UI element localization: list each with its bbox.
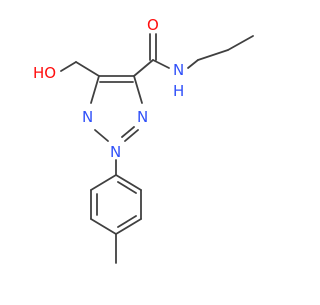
amide-nitrogen-label: N — [173, 61, 184, 79]
bond-propyl-c1-c2 — [197, 49, 229, 61]
triazole-n3-label: N — [137, 108, 148, 126]
bond-ring-4 — [115, 218, 142, 235]
amide-oxygen-label: O — [147, 16, 159, 34]
bond-n-propyl-c1 — [187, 59, 199, 69]
hydroxyl-label: HO — [33, 64, 56, 82]
bond-o-ch2 — [60, 61, 77, 72]
bond-ch2-c5 — [75, 61, 100, 77]
bond-c5-n1 — [90, 75, 100, 104]
bond-n3-n2 — [124, 129, 139, 142]
bond-ring-1 — [90, 174, 117, 191]
bond-n1-n2 — [94, 129, 109, 142]
molecule-diagram: HO O N H N N N — [33, 16, 254, 264]
bond-carbonyl-n — [152, 59, 170, 69]
bond-propyl-c2-c3 — [227, 35, 254, 51]
structure-canvas: HO O N H N N N — [33, 16, 254, 264]
triazole-n1-label: N — [82, 108, 93, 126]
bond-ring-inner-3 — [117, 181, 137, 194]
bond-ring-3 — [90, 218, 117, 235]
triazole-n2-label: N — [110, 143, 121, 161]
bond-c4-carbonyl — [133, 59, 154, 77]
bond-ring-6 — [115, 174, 142, 191]
bond-n3-n2-double — [121, 126, 135, 138]
bond-lines — [60, 33, 254, 264]
bond-ring-inner-2 — [117, 215, 137, 228]
bond-c4-n3 — [133, 75, 143, 104]
amide-hydrogen-label: H — [173, 82, 184, 100]
atom-labels: HO O N H N N N — [33, 16, 184, 161]
